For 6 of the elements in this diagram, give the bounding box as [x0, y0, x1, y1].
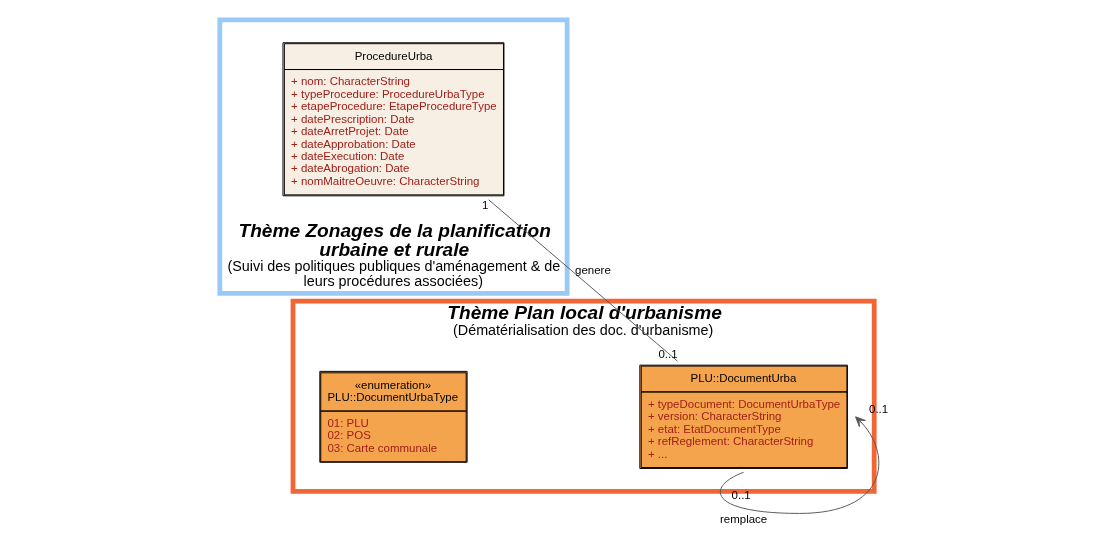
connector [487, 199, 678, 362]
edge-label: genere [574, 263, 611, 276]
label: 0..1 [657, 347, 678, 360]
edge-label: remplace [719, 512, 767, 525]
arrow [719, 416, 879, 514]
label: 1 [481, 198, 488, 211]
